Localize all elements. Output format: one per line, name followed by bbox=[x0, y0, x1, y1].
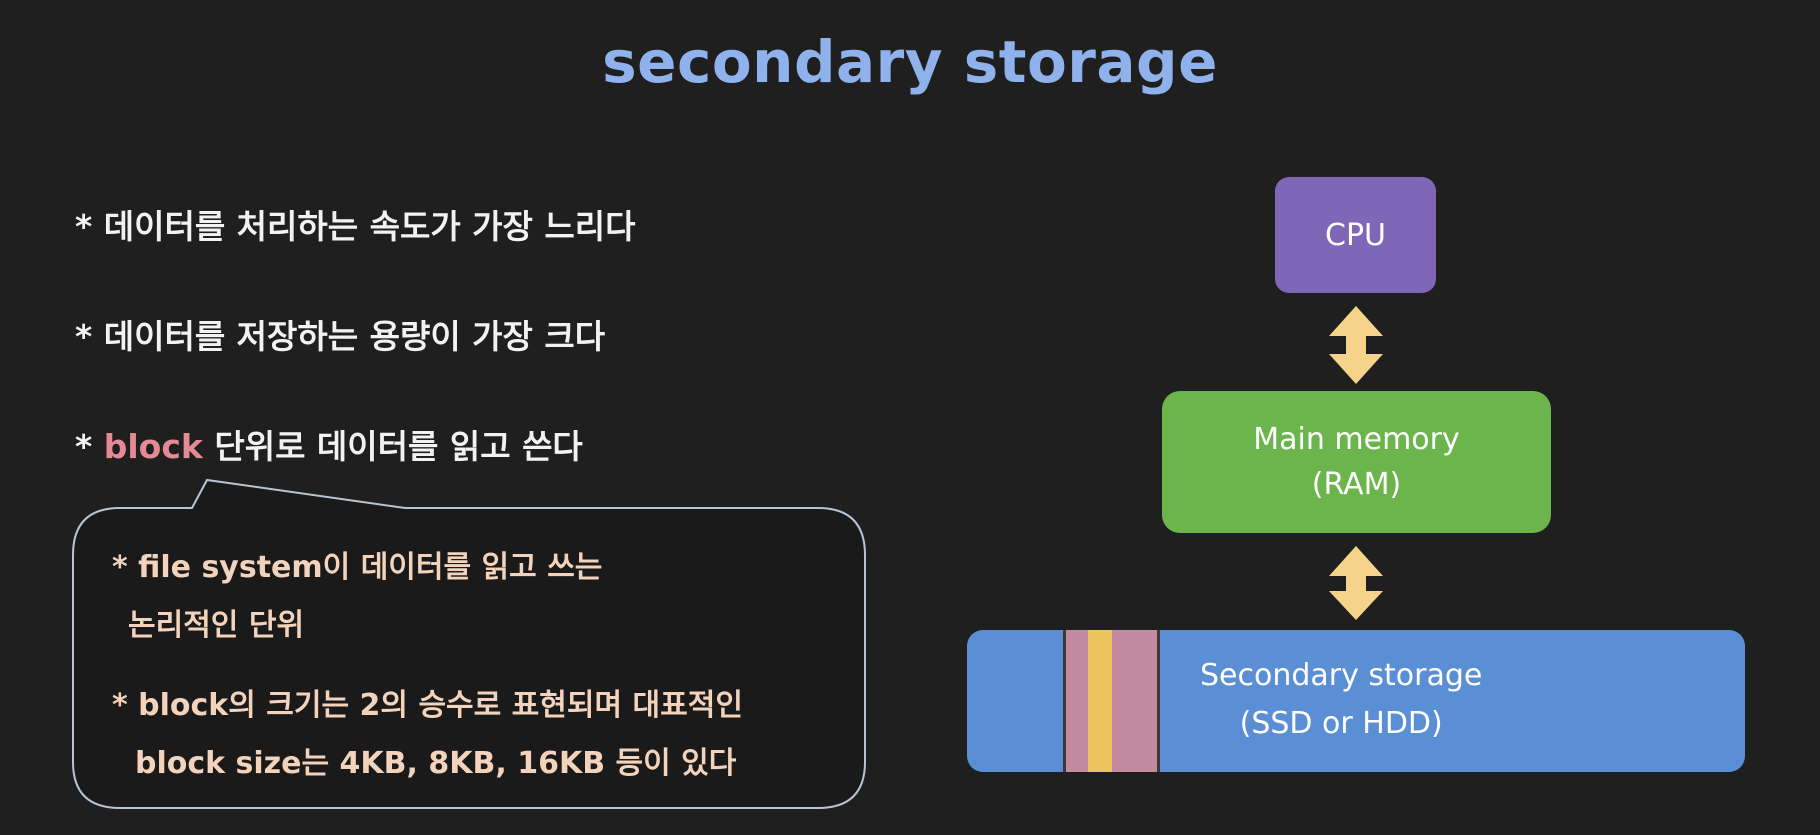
cpu-label: CPU bbox=[1325, 217, 1386, 253]
storage-label: Secondary storage (SSD or HDD) bbox=[1200, 652, 1482, 748]
bullet-capacity: * 데이터를 저장하는 용량이 가장 크다 bbox=[75, 317, 606, 356]
callout-line-2: 논리적인 단위 bbox=[128, 608, 305, 643]
main-memory-box: Main memory (RAM) bbox=[1162, 391, 1551, 533]
cpu-box: CPU bbox=[1275, 177, 1436, 293]
ram-label-line1: Main memory bbox=[1253, 422, 1460, 457]
slide-title: secondary storage bbox=[602, 28, 1218, 96]
ram-label-line2: (RAM) bbox=[1311, 467, 1402, 502]
cpu-ram-arrow bbox=[1329, 306, 1383, 384]
callout-line-3: * block의 크기는 2의 승수로 표현되며 대표적인 bbox=[112, 688, 743, 723]
bullet-block-prefix: * bbox=[75, 427, 104, 466]
callout-line-1: * file system이 데이터를 읽고 쓰는 bbox=[112, 550, 603, 585]
callout-line-4: block size는 4KB, 8KB, 16KB 등이 있다 bbox=[135, 746, 737, 781]
storage-label-line2: (SSD or HDD) bbox=[1239, 706, 1443, 741]
bullet-speed: * 데이터를 처리하는 속도가 가장 느리다 bbox=[75, 207, 636, 246]
storage-block-highlight bbox=[1088, 630, 1112, 772]
ram-storage-arrow bbox=[1329, 546, 1383, 620]
bullet-block: * block 단위로 데이터를 읽고 쓴다 bbox=[75, 420, 583, 468]
storage-label-line1: Secondary storage bbox=[1200, 658, 1483, 693]
bullet-block-rest: 단위로 데이터를 읽고 쓴다 bbox=[202, 427, 583, 466]
block-highlight: block bbox=[103, 427, 203, 466]
